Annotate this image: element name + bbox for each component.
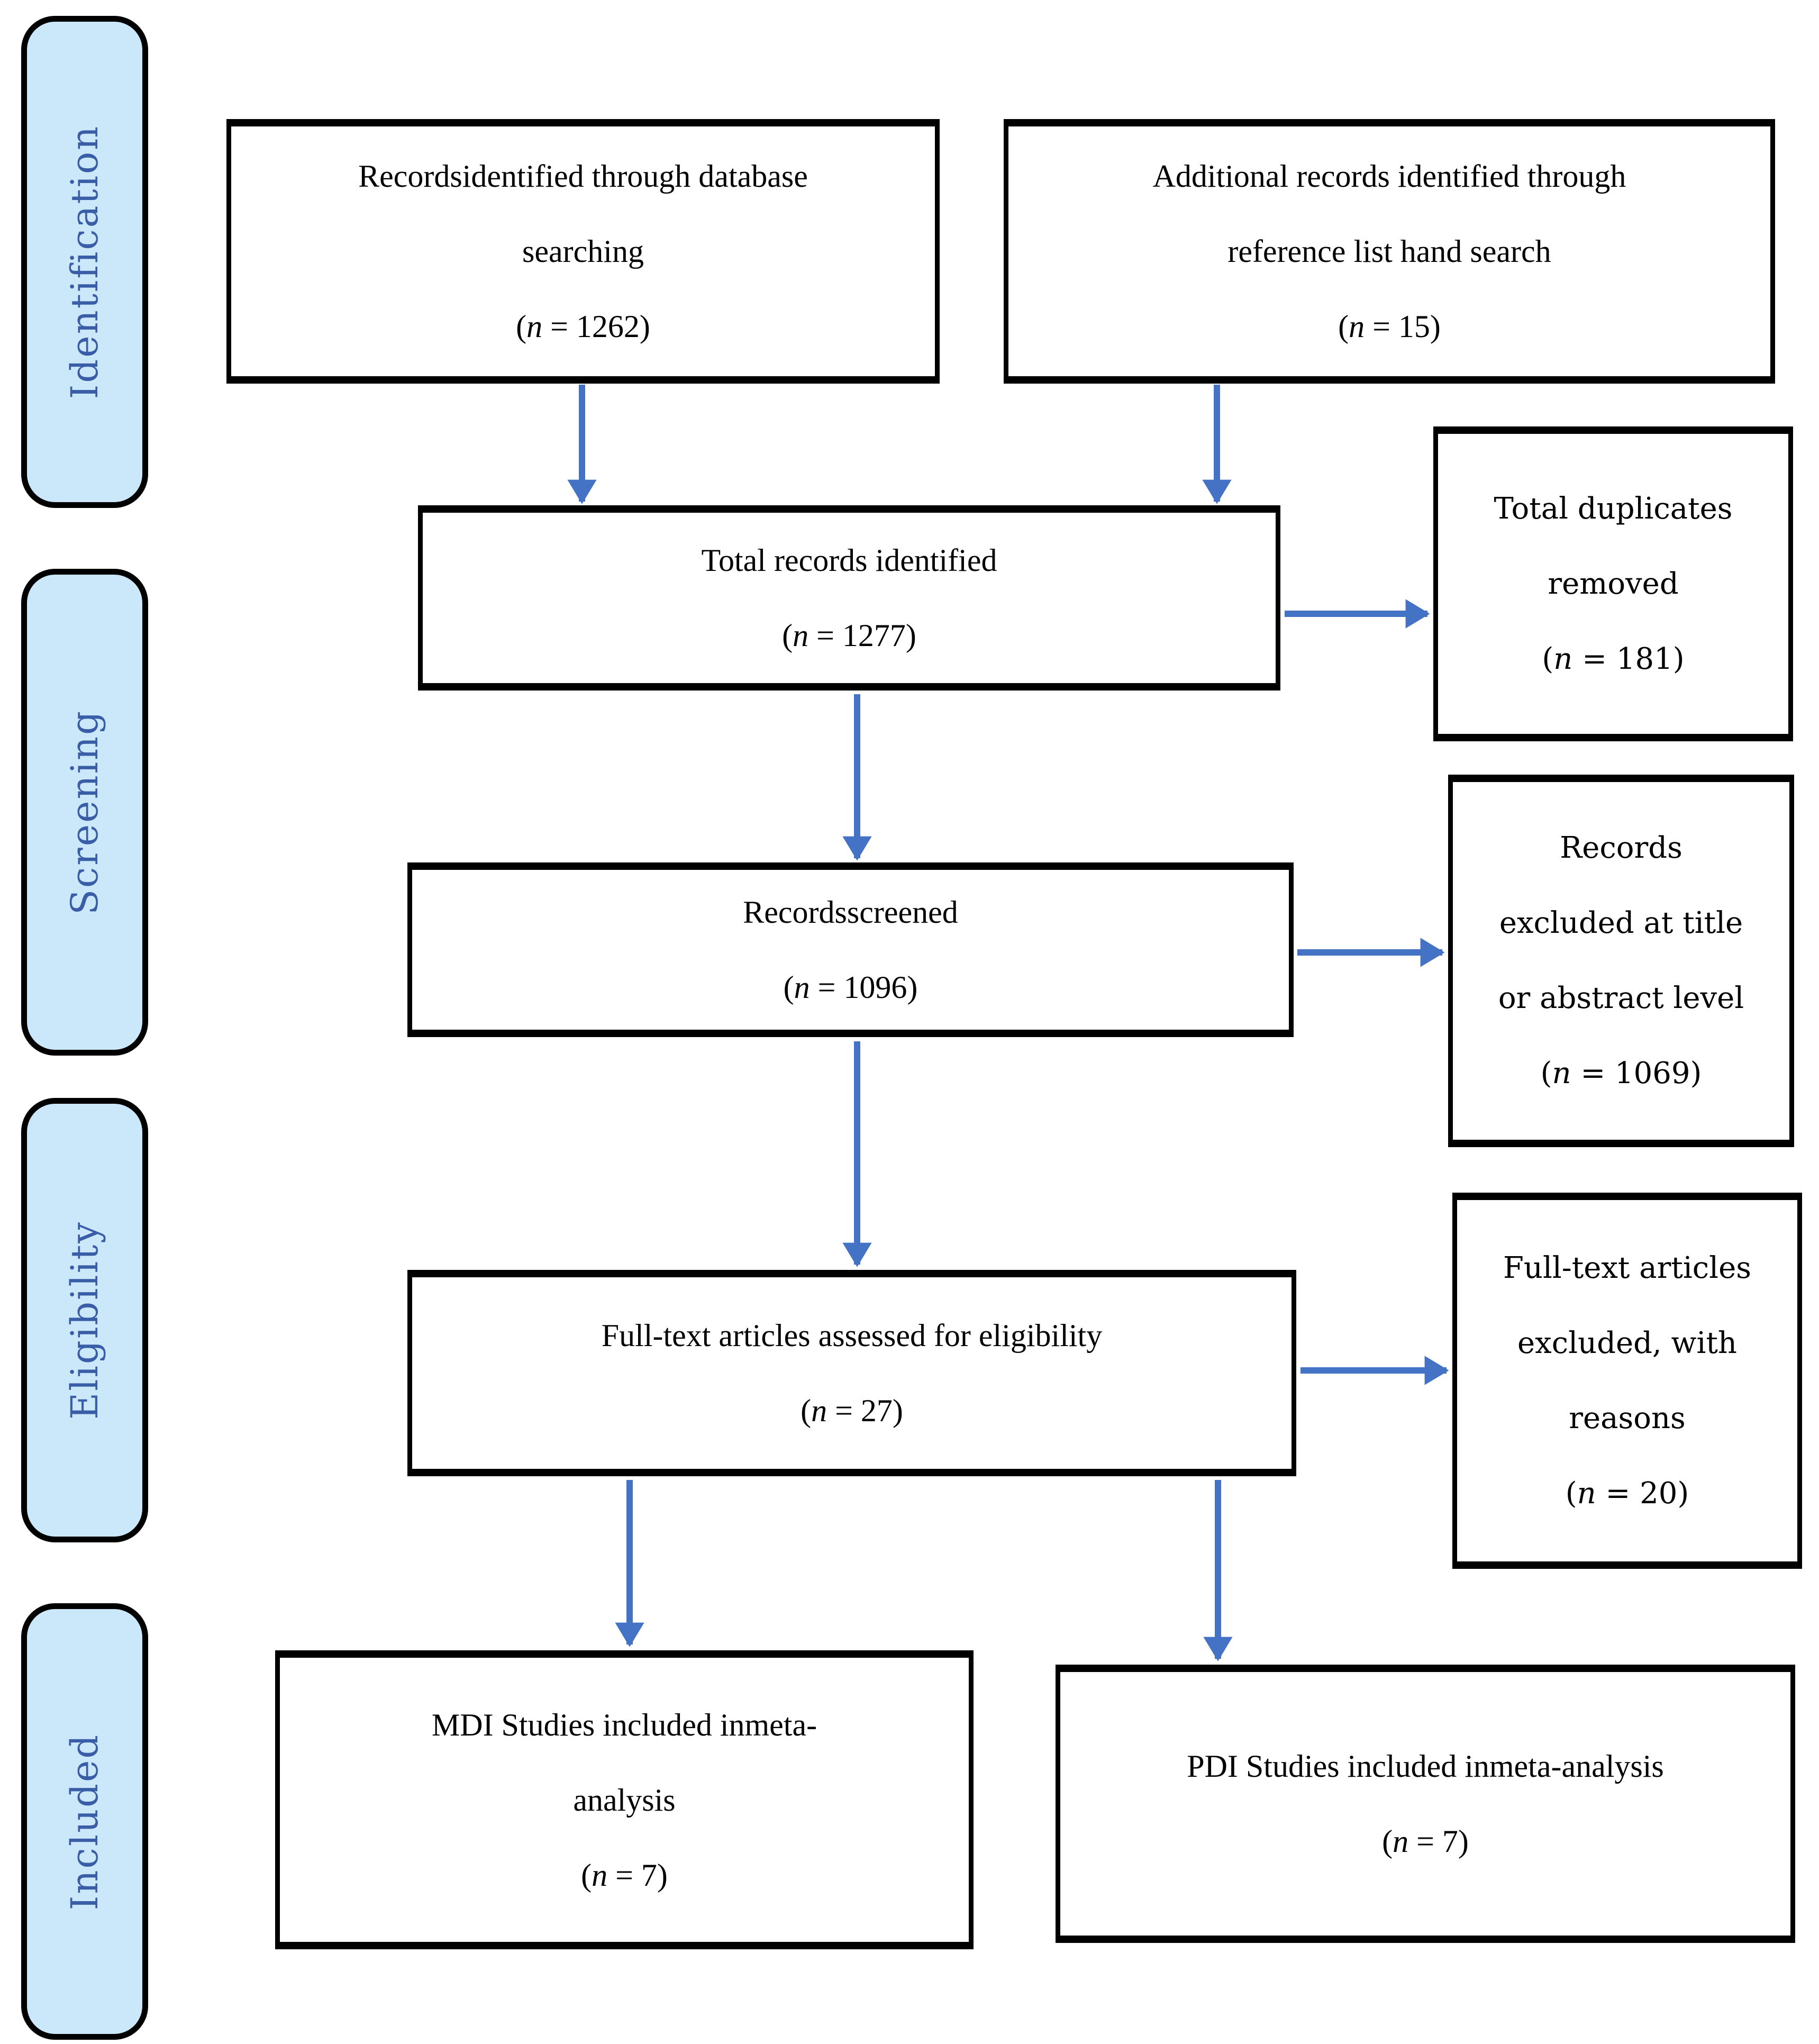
box-text-line: Full-text articles assessed for eligibil…	[601, 1318, 1103, 1353]
box-text-line: Total duplicates	[1494, 491, 1733, 526]
box-count: (n = 7)	[1382, 1824, 1469, 1859]
box-text-line: Recordsscreened	[743, 895, 958, 930]
box-text-line: excluded at title	[1499, 906, 1743, 940]
box-fulltext-excluded: Full-text articles excluded, with reason…	[1452, 1193, 1802, 1569]
box-duplicates-removed: Total duplicates removed (n = 181)	[1433, 426, 1793, 741]
box-text-line: removed	[1548, 566, 1679, 601]
box-mdi-studies-included: MDI Studies included inmeta- analysis (n…	[275, 1650, 974, 1949]
stage-label-eligibility: Eligibility	[63, 1221, 107, 1420]
box-text-line: searching	[522, 234, 644, 269]
box-count: (n = 7)	[581, 1857, 668, 1893]
stage-label-screening: Screening	[63, 710, 106, 915]
box-pdi-studies-included: PDI Studies included inmeta-analysis (n …	[1056, 1665, 1795, 1943]
box-count: (n = 1069)	[1540, 1056, 1702, 1091]
box-count: (n = 181)	[1542, 641, 1685, 676]
box-text-line: reference list hand search	[1227, 234, 1551, 269]
box-count: (n = 1096)	[783, 970, 918, 1005]
box-additional-records-hand-search: Additional records identified through re…	[1004, 119, 1775, 384]
box-text-line: Total records identified	[701, 543, 997, 578]
stage-label-identification: Identification	[63, 124, 106, 399]
box-text-line: or abstract level	[1498, 981, 1744, 1015]
box-text-line: analysis	[573, 1782, 676, 1818]
box-count: (n = 1277)	[782, 618, 916, 653]
box-fulltext-assessed: Full-text articles assessed for eligibil…	[407, 1270, 1296, 1476]
stage-eligibility: Eligibility	[21, 1098, 148, 1542]
box-records-identified-database: Recordsidentified through database searc…	[226, 119, 940, 384]
box-text-line: Additional records identified through	[1152, 159, 1626, 194]
box-text-line: Recordsidentified through database	[358, 159, 808, 194]
stage-identification: Identification	[21, 16, 148, 508]
stage-included: Included	[21, 1603, 148, 2040]
box-records-screened: Recordsscreened (n = 1096)	[407, 862, 1294, 1037]
box-text-line: reasons	[1569, 1401, 1686, 1436]
box-text-line: excluded, with	[1517, 1325, 1737, 1360]
box-total-records-identified: Total records identified (n = 1277)	[418, 505, 1280, 691]
box-text-line: PDI Studies included inmeta-analysis	[1187, 1749, 1664, 1784]
stage-label-included: Included	[63, 1733, 106, 1910]
box-text-line: Full-text articles	[1503, 1250, 1751, 1285]
box-count: (n = 15)	[1338, 309, 1441, 344]
box-count: (n = 27)	[801, 1393, 903, 1428]
stage-screening: Screening	[21, 569, 148, 1056]
box-text-line: MDI Studies included inmeta-	[431, 1707, 817, 1742]
box-count: (n = 20)	[1565, 1476, 1689, 1511]
box-records-excluded-title-abstract: Records excluded at title or abstract le…	[1448, 775, 1794, 1147]
box-text-line: Records	[1560, 831, 1682, 865]
box-count: (n = 1262)	[516, 309, 650, 344]
